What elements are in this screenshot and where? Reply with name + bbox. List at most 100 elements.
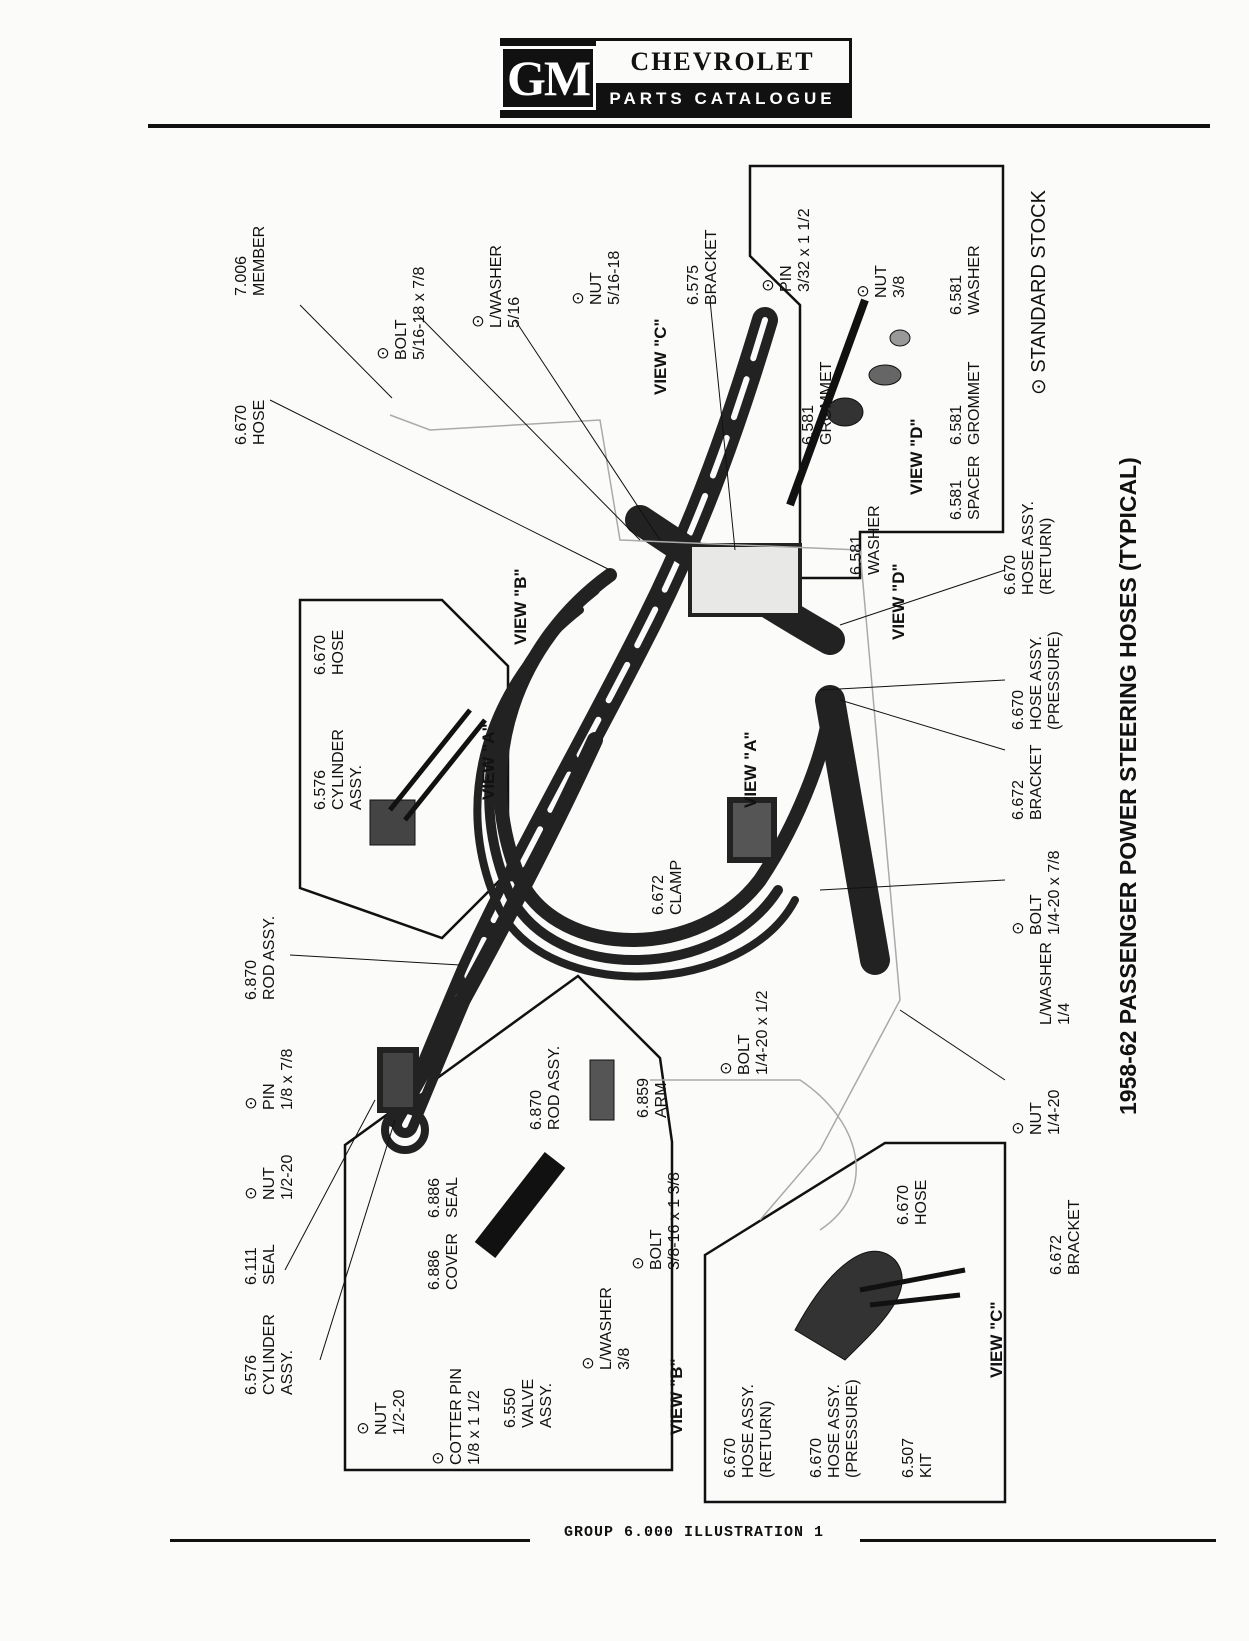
part-size: 5/16-18 x 7/8 (411, 266, 428, 360)
part-name: ROD ASSY. (546, 1045, 563, 1130)
part-number: 6.581 (848, 534, 865, 575)
view-d-parts (786, 298, 911, 507)
view-c-hoses (859, 1267, 966, 1308)
tie-rod (387, 732, 603, 1128)
standard-stock-mark: ⊙ (1010, 1121, 1027, 1135)
cylinder-body (377, 1047, 419, 1113)
part-name: WASHER (866, 505, 883, 575)
part-number: 6.672 (1048, 1234, 1065, 1275)
view-b-callout: VIEW "B" (511, 568, 530, 645)
legend-text: ⊙ STANDARD STOCK (1028, 190, 1050, 395)
part-name: GROMMET (818, 361, 835, 445)
part-name: BRACKET (1066, 1199, 1083, 1275)
view-c-valve-body (794, 1250, 903, 1361)
part-size: 3/8 (616, 1347, 633, 1370)
view-label: VIEW "A" (741, 731, 760, 808)
part-size: 5/16 (506, 296, 523, 328)
part-number: 6.870 (528, 1089, 545, 1130)
part-name: WASHER (966, 245, 983, 315)
view-c-callout: VIEW "C" (651, 318, 670, 395)
part-name: HOSE ASSY. (826, 1384, 843, 1478)
part-number: 6.575 (685, 264, 702, 305)
part-size: 3/8 (891, 275, 908, 298)
view-label: VIEW "B" (511, 568, 530, 645)
part-name: NUT (588, 272, 605, 305)
part-name: SPACER (966, 455, 983, 520)
part-name: VALVE (520, 1378, 537, 1428)
view-label: VIEW "B" (667, 1358, 686, 1435)
part-number: 6.581 (948, 274, 965, 315)
part-number: 6.670 (808, 1437, 825, 1478)
part-name: KIT (918, 1453, 935, 1478)
leader-lines (269, 299, 1006, 1361)
body-outline-sketch (389, 414, 901, 1231)
part-number: 6.672 (650, 874, 667, 915)
part-number: 6.581 (948, 404, 965, 445)
part-qualifier: ASSY. (538, 1382, 555, 1428)
view-d-nut (889, 329, 911, 347)
part-size: 1/4-20 x 7/8 (1046, 850, 1063, 936)
part-number: 6.670 (895, 1184, 912, 1225)
standard-stock-mark: ⊙ (355, 1421, 372, 1435)
part-name: SEAL (444, 1177, 461, 1218)
view-b-valve (474, 1152, 566, 1258)
part-name: BRACKET (703, 229, 720, 305)
standard-stock-mark: ⊙ (580, 1356, 597, 1370)
view-c-parts (794, 1250, 966, 1361)
part-number: 6.886 (426, 1249, 443, 1290)
leader-bolt-14 (819, 879, 1006, 891)
leader-bracket-672 (839, 699, 1006, 751)
part-number: 6.507 (900, 1437, 917, 1478)
part-name: BRACKET (1028, 744, 1045, 820)
standard-stock-mark: ⊙ (1010, 921, 1027, 935)
gm-logo-mark: GM (499, 38, 597, 118)
part-size: 1/4-20 x 1/2 (754, 990, 771, 1076)
view-b-arm (589, 1059, 615, 1121)
hose-loop-inner (473, 606, 799, 981)
part-name: ARM (653, 1082, 670, 1118)
part-number: 6.670 (1010, 689, 1027, 730)
view-d-callout: VIEW "D" (889, 563, 908, 640)
part-name: BOLT (648, 1229, 665, 1270)
part-number: 7.006 (233, 255, 250, 296)
part-number: 6.859 (635, 1077, 652, 1118)
part-name: HOSE (913, 1179, 930, 1225)
part-size: 1/2-20 (391, 1389, 408, 1435)
part-name: CYLINDER (261, 1314, 278, 1395)
view-b-frame (343, 974, 674, 1472)
standard-stock-mark: ⊙ (243, 1186, 260, 1200)
body-outline-lower (650, 1079, 857, 1231)
part-number: 6.670 (233, 404, 250, 445)
view-label: VIEW "C" (987, 1301, 1006, 1378)
view-c-frame-callout: VIEW "C" (987, 1301, 1006, 1378)
leader-member (299, 304, 393, 399)
standard-stock-mark: ⊙ (470, 314, 487, 328)
view-c-frame (703, 1141, 1007, 1504)
standard-stock-mark: ⊙ (375, 346, 392, 360)
part-name: HOSE (251, 399, 268, 445)
part-name: MEMBER (251, 225, 268, 296)
leader-rod (289, 954, 461, 966)
